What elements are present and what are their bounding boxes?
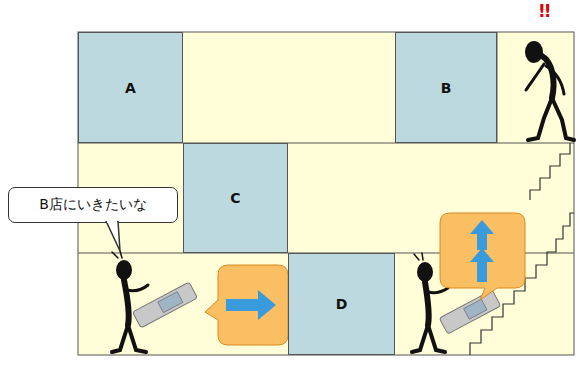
phone-screen-bubble xyxy=(205,265,288,345)
surprise-mark: !! xyxy=(538,3,550,20)
direction-arrow xyxy=(470,220,494,250)
direction-arrow xyxy=(470,248,494,282)
speech-bubble: B店にいきたいな xyxy=(8,187,178,223)
shop-box: B xyxy=(395,32,497,143)
direction-arrow xyxy=(226,290,276,320)
speech-text: B店にいきたいな xyxy=(39,196,147,214)
mobile-phone xyxy=(133,282,198,328)
shop-name: D xyxy=(336,296,348,312)
mobile-phone xyxy=(439,290,500,334)
phone-screen-bubble xyxy=(440,213,525,300)
shop-name: C xyxy=(230,190,240,206)
shop-box: D xyxy=(288,253,395,355)
stick-figure xyxy=(112,251,148,352)
shop-box: A xyxy=(78,32,183,143)
stairs xyxy=(530,143,570,200)
shop-box: C xyxy=(183,143,288,253)
shop-name: B xyxy=(441,80,452,96)
speech-tail xyxy=(104,221,134,255)
shop-name: A xyxy=(125,80,136,96)
stick-figure xyxy=(525,41,574,140)
